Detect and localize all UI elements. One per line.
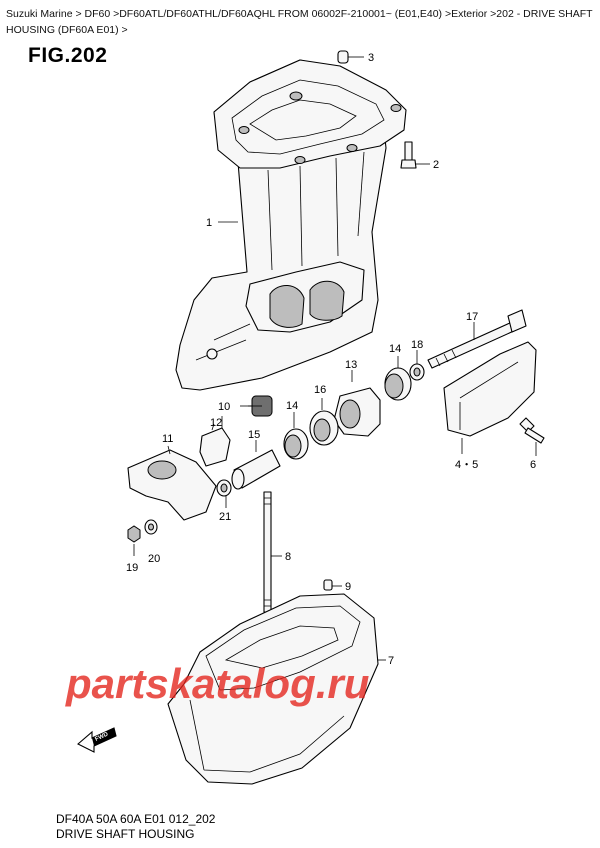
part-16-mount-ring[interactable]	[309, 398, 339, 446]
part-7-lower-cover[interactable]	[167, 593, 386, 785]
callout-18: 18	[411, 339, 423, 351]
part-1-drive-shaft-housing[interactable]	[175, 59, 407, 391]
callout-12: 12	[210, 417, 222, 429]
callout-10: 10	[218, 401, 230, 413]
callout-4-5: 4・5	[455, 459, 478, 471]
part-20-washer[interactable]	[144, 519, 158, 535]
callout-17: 17	[466, 311, 478, 323]
callout-14-lower: 14	[286, 400, 298, 412]
fwd-label: FWD	[94, 731, 110, 742]
part-11-mount-bracket[interactable]	[127, 445, 217, 521]
part-3-dowel-pin[interactable]	[337, 50, 364, 64]
breadcrumb: Suzuki Marine > DF60 >DF60ATL/DF60ATHL/D…	[6, 8, 593, 36]
part-18-washer[interactable]	[409, 350, 425, 381]
part-9-dowel-pin[interactable]	[323, 579, 342, 591]
callout-14-upper: 14	[389, 343, 401, 355]
callout-7: 7	[388, 655, 394, 667]
part-6-bolt[interactable]	[519, 417, 545, 456]
part-4-5-cover[interactable]	[443, 341, 537, 454]
part-8-stud-bolt[interactable]	[263, 491, 282, 613]
callout-6: 6	[530, 459, 536, 471]
callout-21: 21	[219, 511, 231, 523]
callout-1: 1	[206, 217, 212, 229]
part-21-washer[interactable]	[216, 479, 232, 508]
part-19-nut[interactable]	[127, 525, 141, 556]
footer-model-code: DF40A 50A 60A E01 012_202	[56, 812, 216, 826]
callout-3: 3	[368, 52, 374, 64]
part-17-through-bolt[interactable]	[427, 309, 527, 369]
callout-13: 13	[345, 359, 357, 371]
callout-2: 2	[433, 159, 439, 171]
callout-16: 16	[314, 384, 326, 396]
callout-20: 20	[148, 553, 160, 565]
part-14-bush-upper[interactable]	[384, 356, 412, 401]
part-13-mount-rubber[interactable]	[333, 370, 381, 437]
callout-11: 11	[162, 433, 173, 445]
footer-diagram-name: DRIVE SHAFT HOUSING	[56, 827, 195, 841]
part-14-bush-lower[interactable]	[283, 412, 309, 460]
watermark: partskatalog.ru	[65, 660, 369, 707]
part-2-bolt[interactable]	[400, 141, 430, 169]
callout-19: 19	[126, 562, 138, 574]
fwd-arrow-icon: FWD	[77, 727, 117, 753]
callout-9: 9	[345, 581, 351, 593]
figure-title: FIG.202	[28, 44, 108, 67]
part-12-bracket[interactable]	[199, 423, 231, 467]
callout-15: 15	[248, 429, 260, 441]
callout-8: 8	[285, 551, 291, 563]
part-15-collar[interactable]	[231, 440, 281, 490]
